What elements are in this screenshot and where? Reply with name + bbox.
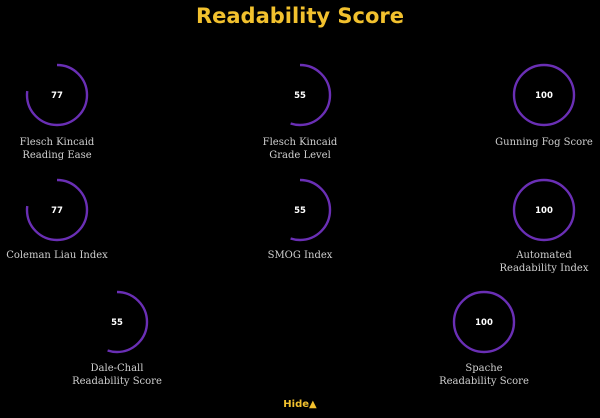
metric-label: Dale-Chall Readability Score — [72, 363, 162, 387]
metric-gunning-fog: 100 Gunning Fog Score — [464, 62, 600, 172]
hide-toggle-button[interactable]: Hide▲ — [0, 399, 600, 410]
gauge-arc — [512, 178, 576, 242]
gauge-value: 77 — [51, 91, 63, 101]
gauge-value: 77 — [51, 206, 63, 216]
gauge-gunning-fog: 100 — [512, 63, 576, 127]
gauge-flesch-reading-ease: 77 — [25, 63, 89, 127]
metric-label: Flesch Kincaid Grade Level — [262, 137, 338, 161]
gauge-automated-readability: 100 — [512, 178, 576, 242]
metric-label: Gunning Fog Score — [495, 137, 593, 148]
gauge-arc — [268, 178, 332, 242]
gauge-arc — [452, 290, 516, 354]
gauge-spache: 100 — [452, 290, 516, 354]
gauge-arc — [512, 63, 576, 127]
gauge-coleman-liau: 77 — [25, 178, 89, 242]
metric-label: Automated Readability Index — [499, 250, 589, 274]
gauge-dale-chall: 55 — [85, 290, 149, 354]
gauge-smog: 55 — [268, 178, 332, 242]
hide-toggle-label[interactable]: Hide — [283, 399, 310, 410]
triangle-up-icon[interactable]: ▲ — [309, 399, 317, 410]
metric-flesch-reading-ease: 77 Flesch Kincaid Reading Ease — [0, 62, 137, 172]
gauge-value: 100 — [535, 206, 553, 216]
gauge-value: 100 — [475, 318, 493, 328]
gauge-arc — [25, 178, 89, 242]
metric-flesch-grade-level: 55 Flesch Kincaid Grade Level — [220, 62, 380, 172]
metric-label: SMOG Index — [267, 250, 333, 261]
metric-label: Flesch Kincaid Reading Ease — [19, 137, 95, 161]
metric-spache: 100 Spache Readability Score — [404, 289, 564, 399]
metric-dale-chall: 55 Dale-Chall Readability Score — [37, 289, 197, 399]
metric-automated-readability: 100 Automated Readability Index — [464, 177, 600, 287]
metric-label: Coleman Liau Index — [6, 250, 108, 261]
metric-smog: 55 SMOG Index — [220, 177, 380, 287]
gauge-value: 55 — [294, 91, 306, 101]
gauge-flesch-grade-level: 55 — [268, 63, 332, 127]
gauge-value: 55 — [111, 318, 123, 328]
gauge-arc — [25, 63, 89, 127]
gauge-arc — [85, 290, 149, 354]
metric-coleman-liau: 77 Coleman Liau Index — [0, 177, 137, 287]
metric-label: Spache Readability Score — [439, 363, 529, 387]
gauge-value: 55 — [294, 206, 306, 216]
page-title: Readability Score — [195, 4, 405, 28]
gauge-arc — [268, 63, 332, 127]
gauge-value: 100 — [535, 91, 553, 101]
